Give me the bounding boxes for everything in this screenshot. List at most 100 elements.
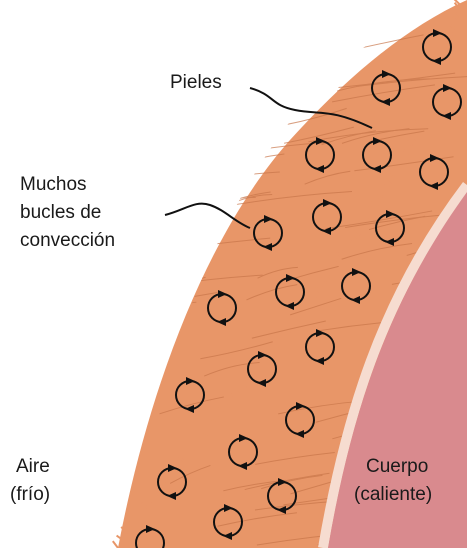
fur-edge-tuft	[335, 259, 342, 265]
fur-edge-tuft	[439, 62, 447, 69]
fur-edge-tuft	[116, 534, 124, 541]
fur-strand	[223, 191, 353, 207]
fur-edge-tuft	[165, 473, 172, 480]
fur-edge-tuft	[316, 282, 324, 290]
fur-edge-tuft	[276, 336, 284, 344]
fur-edge-tuft	[329, 263, 338, 270]
fur-edge-tuft	[266, 345, 276, 354]
fur-strand	[159, 396, 224, 415]
fur-edge-tuft	[367, 209, 374, 217]
fur-edge-tuft	[174, 460, 182, 469]
fur-edge-tuft	[369, 200, 379, 208]
fur-strand	[130, 276, 206, 294]
fur-edge-tuft	[414, 120, 423, 129]
fur-strand	[241, 64, 302, 77]
fur-edge-tuft	[352, 235, 358, 241]
fur-strand	[200, 341, 273, 360]
fur-strand	[204, 362, 260, 377]
fur-edge-tuft	[314, 285, 321, 294]
fur-strand	[227, 12, 321, 25]
fur-strand	[289, 297, 342, 316]
fur-edge-tuft	[192, 440, 200, 447]
fur-edge-tuft	[303, 301, 310, 309]
fur-edge-tuft	[120, 526, 129, 534]
fur-edge-tuft	[356, 225, 364, 232]
fur-edge-tuft	[448, 29, 456, 37]
fur-edge-tuft	[406, 140, 414, 147]
fur-label: Pieles	[170, 72, 222, 93]
fur-edge-tuft	[376, 192, 385, 199]
fur-edge-tuft	[306, 297, 314, 304]
fur-strand	[244, 472, 330, 491]
fur-strand	[135, 270, 201, 283]
fur-edge-tuft	[287, 320, 295, 329]
fur-edge-tuft	[127, 521, 134, 528]
fur-edge-tuft	[230, 393, 239, 400]
fur-strand	[255, 451, 335, 465]
fur-edge-tuft	[112, 540, 119, 548]
fur-edge-tuft	[399, 154, 406, 161]
fur-edge-tuft	[249, 371, 256, 379]
fur-strand	[304, 170, 351, 185]
fur-edge-tuft	[140, 501, 149, 509]
fur-callout-line	[249, 87, 373, 129]
convection-label-line1: Muchos	[20, 174, 87, 195]
fur-edge-tuft	[445, 32, 455, 42]
fur-edge-tuft	[394, 158, 404, 166]
fur-edge-tuft	[382, 180, 391, 189]
fur-edge-tuft	[372, 195, 382, 203]
fur-edge-tuft	[137, 508, 144, 515]
fur-strand	[341, 243, 413, 260]
fur-edge-tuft	[242, 377, 251, 384]
fur-edge-tuft	[406, 133, 416, 142]
fur-edge-tuft	[228, 397, 235, 405]
fur-edge-tuft	[437, 71, 444, 78]
fur-edge-tuft	[299, 306, 307, 314]
fur-edge-tuft	[187, 444, 195, 453]
fur-edge-tuft	[385, 176, 393, 184]
fur-edge-tuft	[453, 12, 460, 19]
fur-edge-tuft	[386, 171, 396, 180]
body-region	[328, 192, 467, 548]
fur-edge-tuft	[409, 131, 418, 138]
fur-edge-tuft	[391, 168, 399, 175]
fur-edge-tuft	[195, 434, 204, 442]
fur-edge-tuft	[292, 315, 299, 324]
fur-edge-tuft	[364, 214, 371, 222]
fur-strand	[120, 93, 217, 108]
fur-edge-tuft	[451, 16, 459, 24]
fur-edge-tuft	[321, 275, 328, 284]
fur-edge-tuft	[367, 204, 376, 213]
fur-strand	[140, 53, 198, 65]
fur-strand	[134, 52, 212, 69]
body-label-line2: (caliente)	[354, 484, 432, 505]
fur-strand	[337, 78, 431, 92]
fur-edge-tuft	[431, 85, 439, 92]
fur-edge-tuft	[223, 401, 231, 410]
fur-strand	[263, 61, 341, 79]
fur-edge-tuft	[381, 186, 388, 194]
fur-edge-tuft	[417, 117, 425, 124]
fur-strand	[354, 156, 454, 172]
fur-strand	[284, 126, 354, 144]
fur-edge-tuft	[427, 97, 433, 105]
fur-edge-tuft	[252, 366, 260, 374]
fur-edge-tuft	[270, 341, 280, 349]
fur-edge-tuft	[435, 76, 442, 83]
fur-strand	[134, 101, 260, 114]
fur-edge-tuft	[145, 494, 153, 503]
fur-edge-tuft	[214, 413, 222, 421]
fur-strand	[251, 320, 326, 339]
fur-edge-tuft	[151, 490, 158, 497]
fur-strand	[217, 512, 297, 527]
fur-edge-tuft	[260, 355, 268, 364]
air-label-line2: (frío)	[10, 484, 50, 505]
fur-edge-tuft	[211, 418, 218, 426]
fur-edge-tuft	[420, 106, 429, 115]
fur-edge-tuft	[453, 2, 461, 10]
fur-strand	[246, 284, 298, 301]
fur-strand	[162, 49, 237, 67]
fur-strand	[341, 128, 410, 144]
